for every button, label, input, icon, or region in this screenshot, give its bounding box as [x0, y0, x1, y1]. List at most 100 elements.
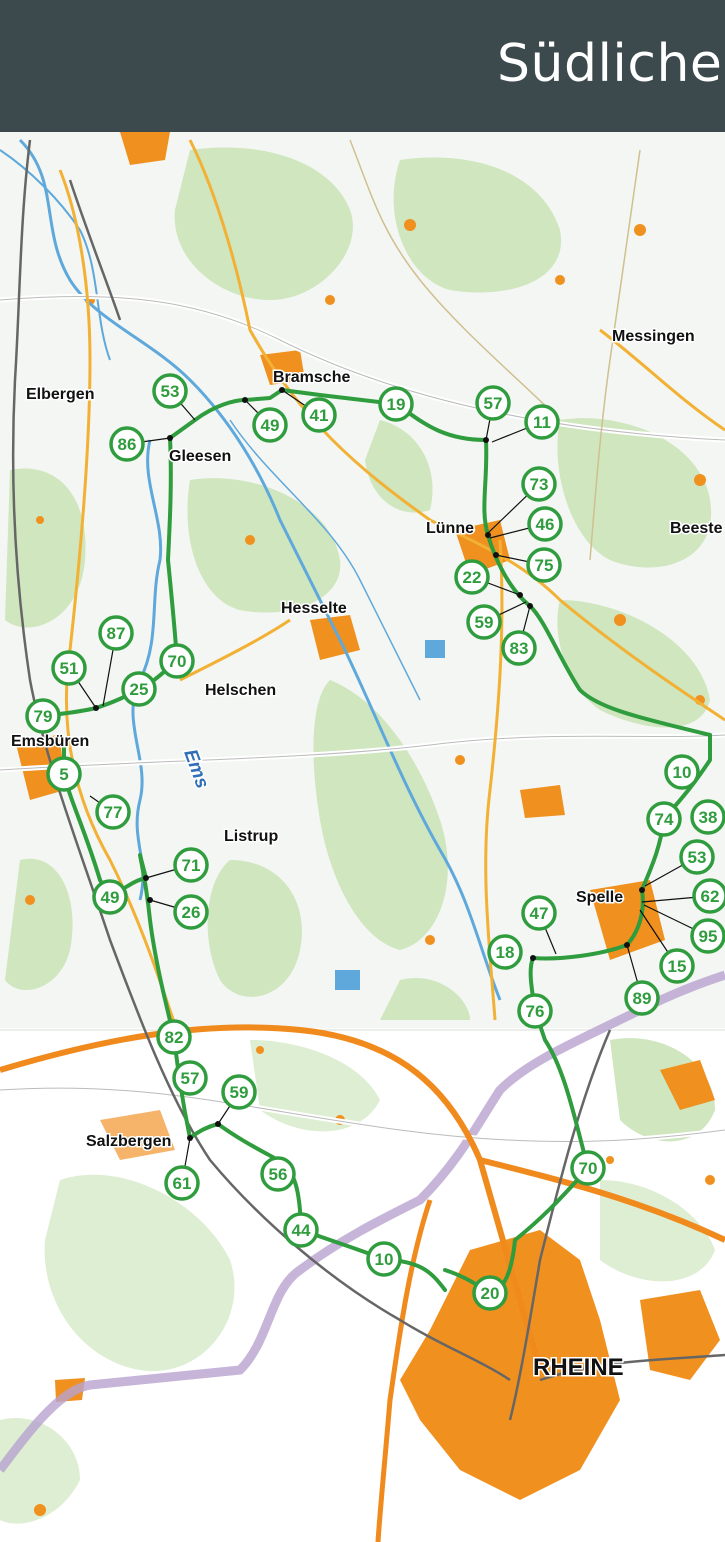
land-cover — [0, 132, 725, 1542]
route-node-77[interactable]: 77 — [95, 794, 131, 830]
route-node-circle[interactable] — [98, 615, 134, 651]
route-node-circle[interactable] — [501, 630, 537, 666]
route-node-number: 15 — [668, 957, 687, 976]
route-node-56[interactable]: 56 — [260, 1156, 296, 1192]
route-node-circle[interactable] — [646, 801, 682, 837]
route-node-73[interactable]: 73 — [521, 466, 557, 502]
route-node-71[interactable]: 71 — [173, 847, 209, 883]
route-node-circle[interactable] — [475, 385, 511, 421]
route-node-10[interactable]: 10 — [664, 754, 700, 790]
route-node-circle[interactable] — [156, 1019, 192, 1055]
cycle-node-map[interactable]: MessingenElbergenBramscheGleesenLünneBee… — [0, 132, 725, 1542]
route-node-5[interactable]: 5 — [46, 756, 82, 792]
place-label-salzbergen: Salzbergen — [86, 1133, 171, 1150]
route-node-circle[interactable] — [173, 894, 209, 930]
route-node-89[interactable]: 89 — [624, 980, 660, 1016]
route-node-11[interactable]: 11 — [524, 404, 560, 440]
route-node-51[interactable]: 51 — [51, 650, 87, 686]
route-node-86[interactable]: 86 — [109, 426, 145, 462]
route-node-53[interactable]: 53 — [679, 839, 715, 875]
route-node-circle[interactable] — [378, 386, 414, 422]
route-node-number: 20 — [481, 1284, 500, 1303]
route-node-circle[interactable] — [472, 1275, 508, 1311]
route-node-number: 89 — [633, 989, 652, 1008]
route-node-circle[interactable] — [51, 650, 87, 686]
route-node-57[interactable]: 57 — [172, 1060, 208, 1096]
route-node-18[interactable]: 18 — [487, 934, 523, 970]
route-node-circle[interactable] — [521, 895, 557, 931]
route-node-number: 47 — [530, 904, 549, 923]
route-node-circle[interactable] — [121, 671, 157, 707]
route-node-circle[interactable] — [283, 1212, 319, 1248]
route-node-circle[interactable] — [487, 934, 523, 970]
route-node-49[interactable]: 49 — [92, 879, 128, 915]
route-node-circle[interactable] — [159, 643, 195, 679]
route-node-number: 10 — [673, 763, 692, 782]
route-node-82[interactable]: 82 — [156, 1019, 192, 1055]
route-node-circle[interactable] — [173, 847, 209, 883]
route-node-22[interactable]: 22 — [454, 559, 490, 595]
route-node-number: 75 — [535, 556, 554, 575]
route-node-circle[interactable] — [46, 756, 82, 792]
route-node-20[interactable]: 20 — [472, 1275, 508, 1311]
route-node-15[interactable]: 15 — [659, 948, 695, 984]
route-node-59[interactable]: 59 — [466, 604, 502, 640]
route-node-38[interactable]: 38 — [690, 799, 725, 835]
route-node-10[interactable]: 10 — [366, 1241, 402, 1277]
route-node-75[interactable]: 75 — [526, 547, 562, 583]
route-node-circle[interactable] — [164, 1165, 200, 1201]
route-node-circle[interactable] — [25, 698, 61, 734]
route-node-25[interactable]: 25 — [121, 671, 157, 707]
route-node-26[interactable]: 26 — [173, 894, 209, 930]
route-node-circle[interactable] — [521, 466, 557, 502]
route-node-circle[interactable] — [466, 604, 502, 640]
route-node-circle[interactable] — [260, 1156, 296, 1192]
route-node-circle[interactable] — [679, 839, 715, 875]
route-node-46[interactable]: 46 — [527, 506, 563, 542]
route-node-44[interactable]: 44 — [283, 1212, 319, 1248]
route-node-number: 5 — [59, 765, 68, 784]
route-node-19[interactable]: 19 — [378, 386, 414, 422]
route-node-circle[interactable] — [172, 1060, 208, 1096]
route-node-47[interactable]: 47 — [521, 895, 557, 931]
route-node-circle[interactable] — [526, 547, 562, 583]
route-node-number: 73 — [530, 475, 549, 494]
route-node-70[interactable]: 70 — [159, 643, 195, 679]
route-node-circle[interactable] — [524, 404, 560, 440]
route-node-circle[interactable] — [92, 879, 128, 915]
route-node-70[interactable]: 70 — [570, 1150, 606, 1186]
route-node-circle[interactable] — [109, 426, 145, 462]
route-node-57[interactable]: 57 — [475, 385, 511, 421]
route-node-circle[interactable] — [366, 1241, 402, 1277]
route-node-circle[interactable] — [690, 918, 725, 954]
route-node-circle[interactable] — [252, 407, 288, 443]
route-node-circle[interactable] — [624, 980, 660, 1016]
route-node-59[interactable]: 59 — [221, 1074, 257, 1110]
route-node-76[interactable]: 76 — [517, 993, 553, 1029]
route-node-74[interactable]: 74 — [646, 801, 682, 837]
route-node-49[interactable]: 49 — [252, 407, 288, 443]
route-node-53[interactable]: 53 — [152, 373, 188, 409]
route-node-87[interactable]: 87 — [98, 615, 134, 651]
route-node-circle[interactable] — [517, 993, 553, 1029]
route-node-95[interactable]: 95 — [690, 918, 725, 954]
route-node-61[interactable]: 61 — [164, 1165, 200, 1201]
route-node-circle[interactable] — [692, 878, 725, 914]
route-node-83[interactable]: 83 — [501, 630, 537, 666]
route-node-circle[interactable] — [527, 506, 563, 542]
route-node-circle[interactable] — [690, 799, 725, 835]
route-node-circle[interactable] — [570, 1150, 606, 1186]
route-node-circle[interactable] — [454, 559, 490, 595]
route-node-circle[interactable] — [659, 948, 695, 984]
route-node-circle[interactable] — [664, 754, 700, 790]
route-node-62[interactable]: 62 — [692, 878, 725, 914]
route-node-circle[interactable] — [221, 1074, 257, 1110]
route-node-circle[interactable] — [152, 373, 188, 409]
route-node-number: 46 — [536, 515, 555, 534]
route-node-79[interactable]: 79 — [25, 698, 61, 734]
route-node-41[interactable]: 41 — [301, 397, 337, 433]
place-label-spelle: Spelle — [576, 889, 623, 906]
route-node-circle[interactable] — [301, 397, 337, 433]
route-node-circle[interactable] — [95, 794, 131, 830]
